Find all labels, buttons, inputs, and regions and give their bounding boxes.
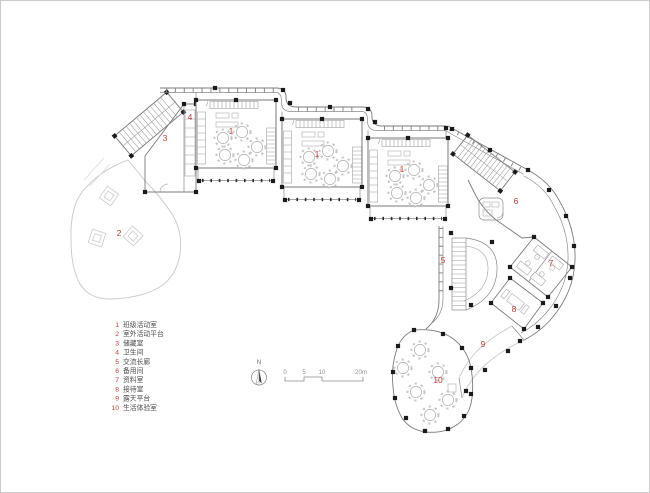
legend-label: 露天平台 [123, 394, 150, 403]
legend-number: 7 [115, 377, 119, 384]
legend-item: 1 班级活动室 [115, 320, 157, 329]
legend-item: 4 卫生间 [115, 348, 143, 357]
legend-item: 2 室外活动平台 [115, 329, 164, 338]
building-plan: 1 1 1 2 3 4 5 6 7 8 9 10 [70, 85, 577, 434]
scale-tick-10: 10 [319, 370, 326, 376]
legend-label: 生活体验室 [123, 403, 157, 412]
stairwell-east [450, 132, 518, 194]
roof-terrace-9 [458, 325, 525, 399]
room-label-9: 9 [481, 339, 486, 349]
room-label-1b: 1 [315, 149, 320, 159]
room-label-8: 8 [512, 304, 517, 314]
scale-tick-20m: 20m [355, 370, 367, 376]
room-label-2: 2 [117, 228, 122, 238]
compass-needle-icon [259, 369, 262, 384]
legend-label: 储藏室 [123, 338, 144, 347]
room-labels: 1 1 1 2 3 4 5 6 7 8 9 10 [117, 112, 554, 385]
legend-number: 6 [115, 368, 119, 375]
legend-item: 8 接待室 [115, 384, 143, 393]
reference-room-7 [507, 234, 575, 300]
storage-room-3 [142, 101, 199, 195]
legend-label: 室外活动平台 [123, 329, 164, 338]
legend-item: 6 备用间 [115, 366, 143, 375]
room-label-10: 10 [433, 375, 443, 385]
stairwell-west [111, 89, 187, 159]
legend-number: 3 [115, 340, 119, 347]
room-label-3: 3 [163, 133, 168, 143]
legend-number: 2 [115, 331, 119, 338]
legend-label: 卫生间 [123, 348, 144, 357]
legend-item: 7 资料室 [115, 375, 143, 384]
legend-label: 接待室 [123, 384, 144, 393]
scale-tick-5: 5 [302, 370, 306, 376]
legend-item: 10 生活体验室 [111, 403, 157, 412]
scale-tick-0: 0 [283, 370, 287, 376]
room-label-4: 4 [188, 112, 193, 122]
legend-item: 3 储藏室 [115, 338, 143, 347]
life-experience-room-10 [390, 327, 474, 434]
room-label-7: 7 [549, 258, 554, 268]
reception-room-8 [488, 275, 546, 332]
legend-number: 1 [115, 322, 119, 329]
legend-item: 5 交流长廊 [115, 357, 150, 366]
legend-number: 5 [115, 359, 119, 366]
room-label-5: 5 [441, 255, 446, 265]
legend: 1 班级活动室 2 室外活动平台 3 储藏室 4 卫生间 5 交流长廊 6 备用… [111, 320, 164, 412]
legend-number: 4 [115, 350, 119, 357]
legend-label: 备用间 [123, 366, 144, 375]
legend-number: 9 [115, 396, 119, 403]
east-curved-wall [520, 169, 576, 341]
corridor-5 [425, 226, 498, 330]
outdoor-platform-2 [70, 157, 182, 300]
scale-bar: 0 5 10 20m [283, 370, 367, 382]
legend-number: 10 [111, 405, 119, 412]
legend-label: 班级活动室 [123, 320, 157, 329]
north-label: N [257, 359, 262, 366]
room-label-6: 6 [514, 196, 519, 206]
legend-label: 交流长廊 [123, 357, 150, 366]
room-label-1c: 1 [400, 164, 405, 174]
spare-room-6 [467, 179, 535, 239]
room-label-1a: 1 [229, 126, 234, 136]
north-arrow: N [251, 359, 267, 386]
legend-number: 8 [115, 386, 119, 393]
legend-label: 资料室 [123, 375, 144, 384]
scale-bar-line [284, 376, 364, 382]
legend-item: 9 露天平台 [115, 394, 150, 403]
